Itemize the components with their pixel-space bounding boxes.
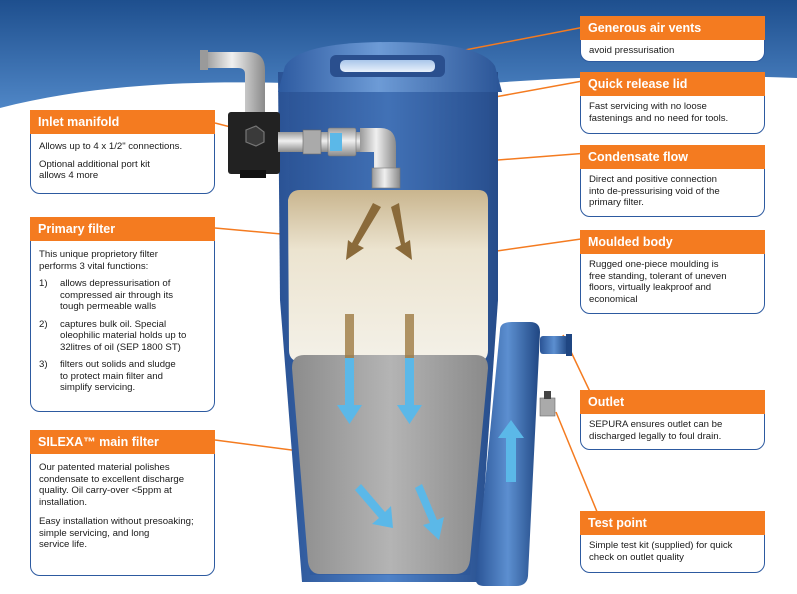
callout-text: primary filter. [589,197,644,208]
list-item: 1) allows depressurisation of compressed… [39,278,206,313]
condensate-pipe [278,132,373,152]
list-item: 2) captures bulk oil. Special oleophilic… [39,319,206,354]
callout-text: 32litres of oil (SEP 1800 ST) [60,341,181,353]
callout-intro: This unique proprietory filter performs … [39,249,206,272]
callout-title: Condensate flow [580,145,765,169]
outlet-cap [566,334,572,356]
function-list: 1) allows depressurisation of compressed… [39,278,206,394]
outlet-up-arrow [498,420,524,482]
callout-paragraph: Our patented material polishes condensat… [39,462,206,508]
callout-condensate-flow: Condensate flow Direct and positive conn… [580,145,765,217]
callout-text: This unique proprietory filter [39,249,158,260]
callout-text: simplify servicing. [60,382,136,393]
air-vent-window [340,60,435,72]
callout-text: quality. Oil carry-over <5ppm at [39,485,172,496]
callout-outlet: Outlet SEPURA ensures outlet can be disc… [580,390,765,450]
background-swoosh-highlight [0,79,797,118]
callout-text: free standing, tolerant of uneven [589,270,727,282]
callout-title: Primary filter [30,217,215,241]
callout-silexa-main-filter: SILEXA™ main filter Our patented materia… [30,430,215,576]
callout-text: to protect main filter and [60,370,163,382]
callout-text: Simple test kit (supplied) for quick [589,540,733,551]
list-number: 3) [39,359,48,370]
callout-text: Optional additional port kit [39,158,150,170]
callout-moulded-body: Moulded body Rugged one-piece moulding i… [580,230,765,314]
callout-text: service life. [39,539,87,550]
callout-text: tough permeable walls [60,301,156,312]
callout-text: Rugged one-piece moulding is [589,259,719,270]
oil-bands [345,314,414,358]
callout-title: Quick release lid [580,72,765,96]
callout-quick-release-lid: Quick release lid Fast servicing with no… [580,72,765,134]
list-number: 1) [39,278,48,289]
list-number: 2) [39,318,48,330]
callout-text: Allows up to 4 x 1/2" connections. [39,141,183,152]
callout-text: Direct and positive connection [589,174,717,185]
callout-text: simple servicing, and long [39,527,150,539]
callout-text: floors, virtually leakproof and [589,282,712,293]
callout-text: discharged legally to foul drain. [589,430,722,442]
callout-text: into de-pressurising void of the [589,185,720,197]
callout-text: oleophilic material holds up to [60,330,187,341]
callout-title: Inlet manifold [30,110,215,134]
callout-generous-air-vents: Generous air vents avoid pressurisation [580,16,765,62]
list-item: 3) filters out solids and sludge to prot… [39,359,206,394]
manifold-foot [240,170,266,178]
callout-text: Easy installation without presoaking; [39,516,194,527]
inlet-flange [200,50,208,70]
callout-text: condensate to excellent discharge [39,473,185,485]
oil-flow-arrows [346,203,412,260]
silexa-main-filter [292,355,488,574]
callout-text: filters out solids and sludge [60,359,176,370]
callout-text: captures bulk oil. Special [60,318,167,330]
callout-title: Outlet [580,390,765,414]
inlet-elbow [205,52,265,120]
callout-text: installation. [39,496,87,508]
callout-text: performs 3 vital functions: [39,260,149,272]
callout-text: allows 4 more [39,170,99,181]
callout-title: Moulded body [580,230,765,254]
callout-text: Our patented material polishes [39,462,170,473]
callout-paragraph: Easy installation without presoaking; si… [39,516,206,551]
callout-text: economical [589,293,638,305]
primary-filter [288,190,488,362]
callout-text: avoid pressurisation [589,45,675,56]
callout-title: Generous air vents [580,16,765,40]
callout-text: fastenings and no need for tools. [589,112,729,124]
callout-text: SEPURA ensures outlet can be [589,419,723,430]
callout-inlet-manifold: Inlet manifold Allows up to 4 x 1/2" con… [30,110,215,194]
callout-title: SILEXA™ main filter [30,430,215,454]
callout-test-point: Test point Simple test kit (supplied) fo… [580,511,765,573]
callout-primary-filter: Primary filter This unique proprietory f… [30,217,215,412]
condensate-elbow [360,128,396,170]
callout-text: compressed air through its [60,289,174,301]
callout-text: Fast servicing with no loose [589,101,707,112]
condensate-flow-arrows [337,358,444,540]
callout-text: allows depressurisation of [60,278,171,289]
callout-title: Test point [580,511,765,535]
callout-text: check on outlet quality [589,551,684,563]
test-point [539,397,556,417]
condensate-nozzle [371,167,401,189]
manifold-hex [245,125,265,147]
outlet-nozzle [540,336,568,354]
